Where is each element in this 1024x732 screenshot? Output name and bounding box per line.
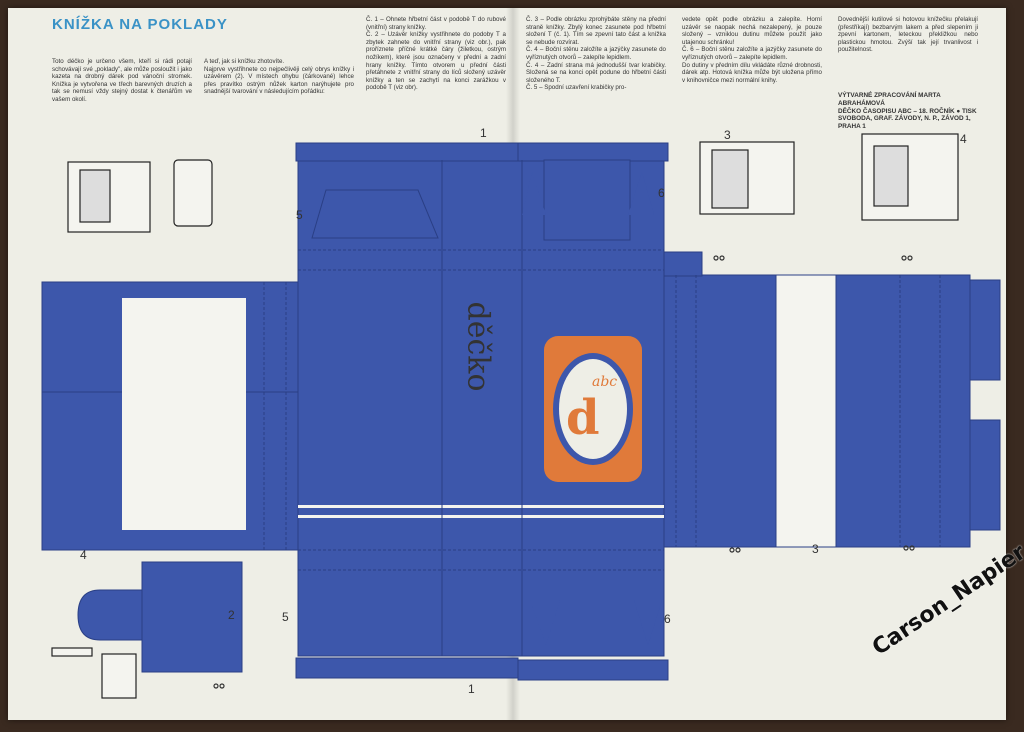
credits: VÝTVARNÉ ZPRACOVÁNÍ MARTA ABRAHÁMOVÁ DĚČ… [838, 92, 977, 131]
text-column-6: Dovednější kutilové si hotovou knížečku … [838, 16, 978, 54]
front-panel [297, 159, 443, 657]
text-column-3: Č. 1 – Ohnete hřbetní část v podobě T do… [366, 16, 506, 92]
label-number: 2 [228, 608, 235, 622]
decko-text: děčko [460, 301, 496, 392]
top-tab-left [295, 142, 519, 162]
side-panel-4 [835, 274, 971, 548]
decko-wordmark: děčko [448, 300, 508, 430]
label-number: 6 [664, 612, 671, 626]
label-number: 1 [480, 126, 487, 140]
label-number: 4 [80, 548, 87, 562]
label-number: 5 [296, 208, 303, 222]
text-column-1: Toto déčko je určeno všem, kteří si rádi… [52, 58, 192, 103]
top-flap-5 [311, 189, 439, 239]
side-panel-3 [663, 274, 777, 548]
label-number: 5 [282, 610, 289, 624]
abc-logo [544, 336, 642, 482]
logo-mark: abc [592, 374, 618, 390]
logo-letter: d [566, 390, 600, 446]
top-tab-right [517, 142, 669, 162]
text-column-2: A teď, jak si knížku zhotovíte. Najprve … [204, 58, 354, 96]
page-title: KNÍŽKA NA POKLADY [52, 16, 228, 33]
text-column-5: vedete opět podle obrázku a zalepíte. Ho… [682, 16, 822, 84]
scissors-icons [213, 255, 915, 689]
label-number: 4 [960, 132, 967, 146]
spine-panel [441, 159, 523, 657]
label-number: 6 [658, 186, 665, 200]
assembly-sketches [51, 133, 959, 699]
bottom-tab-left [295, 657, 519, 679]
label-number: 3 [812, 542, 819, 556]
window-cutout [122, 298, 246, 530]
label-number: 3 [724, 128, 731, 142]
bottom-tab-right [517, 659, 669, 681]
text-column-4: Č. 3 – Podle obrázku zprohýbáte stěny na… [526, 16, 666, 92]
label-number: 1 [468, 682, 475, 696]
closure-panel-2 [141, 561, 243, 673]
